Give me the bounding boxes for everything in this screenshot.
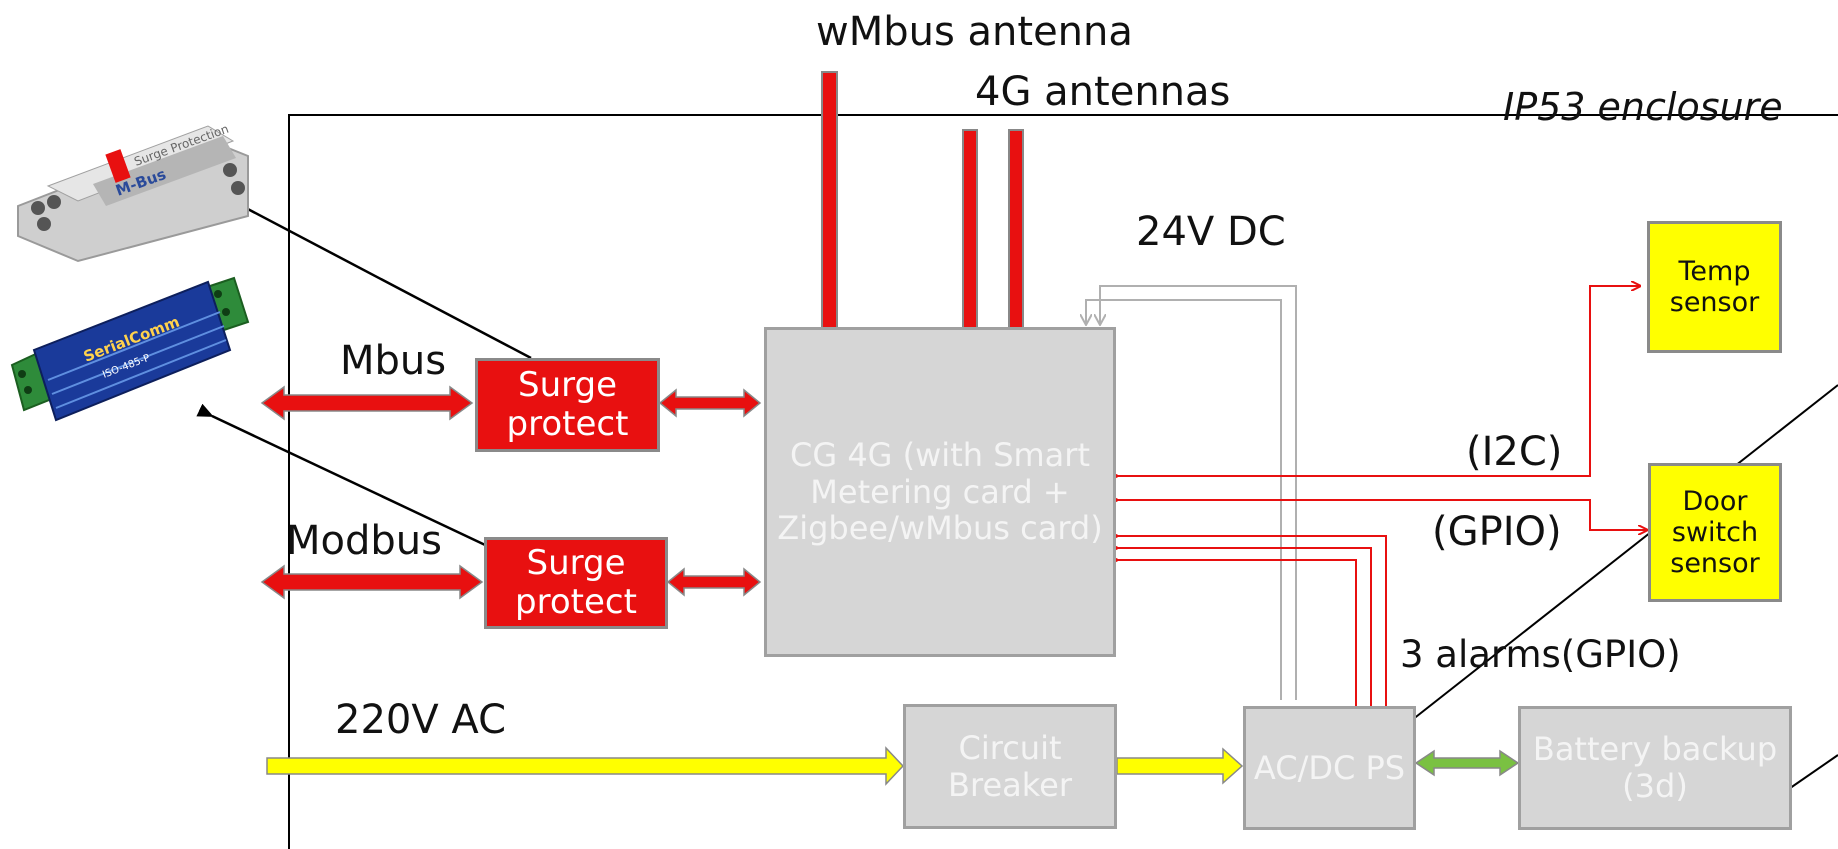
enclosure-label: IP53 enclosure [1503, 85, 1783, 129]
temp-sensor-box: Temp sensor [1647, 221, 1782, 353]
4g-antennas-label: 4G antennas [975, 69, 1231, 115]
pointer-acdc [1411, 384, 1838, 721]
mbus-bus-arrow [260, 385, 474, 421]
i2c-wire [1117, 286, 1640, 476]
surge-module-photo-blue: SerialComm ISO-485-P [10, 276, 250, 422]
cg4g-box: CG 4G (with Smart Metering card + Zigbee… [764, 327, 1116, 657]
alarm-wire-1 [1117, 536, 1387, 706]
wmbus-antenna-mast [821, 71, 838, 329]
battery-arrow [1414, 749, 1520, 777]
4g-antenna-mast-1 [962, 129, 978, 329]
modbus-label: Modbus [286, 518, 442, 564]
i2c-label: (I2C) [1466, 429, 1563, 475]
alarms-label: 3 alarms(GPIO) [1400, 633, 1681, 676]
breaker-to-ps-arrow [1116, 747, 1244, 785]
ac220-arrow [266, 746, 905, 786]
alarm-wire-2 [1117, 548, 1372, 706]
pointer-battery [1782, 754, 1838, 794]
gpio-wire [1117, 500, 1647, 530]
battery-backup-box: Battery backup (3d) [1518, 706, 1792, 830]
dc24-wire-2 [1100, 285, 1297, 700]
mbus-link-arrow [658, 388, 762, 418]
circuit-breaker-box: Circuit Breaker [903, 704, 1117, 829]
alarm-wire-3 [1117, 560, 1357, 706]
mbus-label: Mbus [340, 338, 447, 384]
wmbus-antenna-label: wMbus antenna [816, 9, 1133, 55]
surge-module-photo-top: Surge Protection M-Bus [17, 122, 249, 263]
modbus-link-arrow [666, 567, 762, 597]
pointer-surge1 [228, 194, 532, 360]
door-sensor-box: Door switch sensor [1648, 463, 1782, 602]
acdc-ps-box: AC/DC PS [1243, 706, 1416, 830]
surge-protect-mbus: Surge protect [475, 358, 660, 452]
4g-antenna-mast-2 [1008, 129, 1024, 329]
modbus-bus-arrow [260, 564, 484, 600]
pointer-surge2 [196, 403, 501, 554]
ac220-label: 220V AC [335, 697, 507, 743]
gpio-label: (GPIO) [1432, 509, 1562, 555]
enclosure-frame [288, 114, 1838, 849]
surge-protect-modbus: Surge protect [484, 537, 668, 629]
dc24-label: 24V DC [1136, 209, 1286, 255]
